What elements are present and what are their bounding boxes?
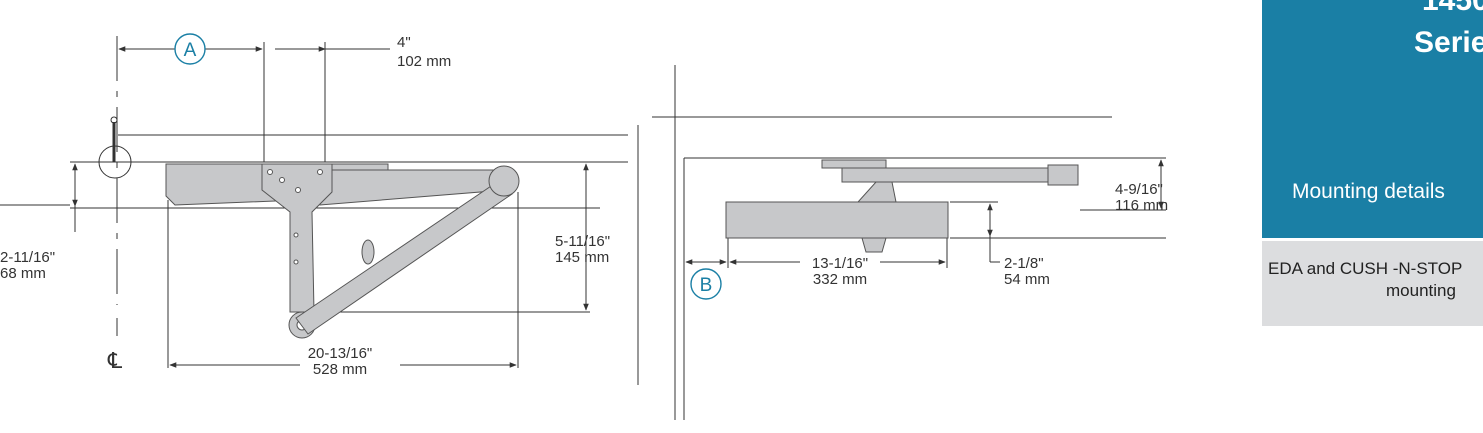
callout-b-circle xyxy=(690,268,722,300)
right-view xyxy=(652,65,1166,420)
dim-left-in: 2-11/16" xyxy=(0,249,55,266)
arm-elbow xyxy=(488,165,520,197)
arm-top xyxy=(841,167,1079,183)
dim-depth-in: 2-1/8" xyxy=(1004,255,1044,272)
dim-width-in: 13-1/16" xyxy=(812,255,868,272)
closer-right xyxy=(725,159,1079,253)
series-number: 1450 xyxy=(1422,0,1483,17)
description-line-1: EDA and CUSH -N-STOP xyxy=(1268,259,1463,278)
dim-height-mm: 116 mm xyxy=(1115,197,1168,214)
centerline-symbol: ℄ xyxy=(107,348,123,373)
dim-top-in: 4" xyxy=(397,34,411,51)
dim-width-mm: 332 mm xyxy=(813,271,867,288)
section-title: Mounting details xyxy=(1292,180,1445,203)
mounting-plate xyxy=(261,163,333,313)
dim-left-mm: 68 mm xyxy=(0,265,46,282)
series-label: Series xyxy=(1414,26,1483,59)
callout-a-label: A xyxy=(184,40,197,61)
description-panel: EDA and CUSH -N-STOP mounting xyxy=(1262,241,1483,326)
series-panel: 1450 Series Mounting details xyxy=(1262,0,1483,238)
dim-right-in: 5-11/16" xyxy=(555,233,610,250)
dim-depth-mm: 54 mm xyxy=(1004,271,1050,288)
closer-body xyxy=(725,201,949,239)
dim-top-mm: 102 mm xyxy=(397,53,451,70)
callout-a-circle xyxy=(174,33,206,65)
dim-bottom-mm: 528 mm xyxy=(313,361,367,378)
dim-bottom-in: 20-13/16" xyxy=(308,345,373,362)
callout-b-label: B xyxy=(700,275,713,296)
dim-right-mm: 145 mm xyxy=(555,249,609,266)
description-line-2: mounting xyxy=(1386,281,1456,300)
dim-height-in: 4-9/16" xyxy=(1115,181,1163,198)
closer-left xyxy=(165,163,520,339)
